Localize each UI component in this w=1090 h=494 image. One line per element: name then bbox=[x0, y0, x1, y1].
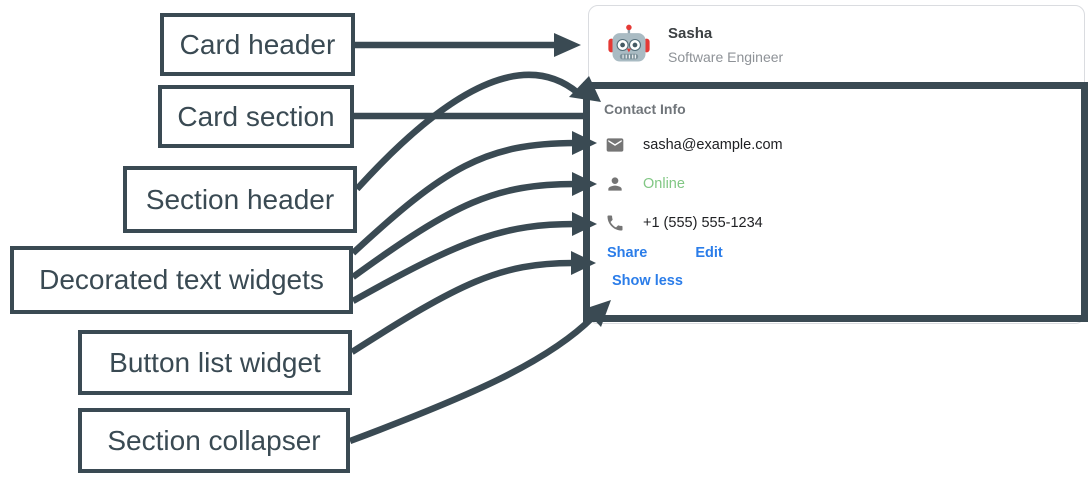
card-header-arrowhead bbox=[554, 33, 581, 57]
decorated-arrow-status-shaft bbox=[351, 180, 577, 280]
label-button-list-widget-text: Button list widget bbox=[109, 346, 321, 378]
edit-button[interactable]: Edit bbox=[695, 245, 723, 261]
card-section: Contact Info sasha@example.com Online +1… bbox=[583, 82, 1088, 322]
phone-text: +1 (555) 555-1234 bbox=[643, 215, 763, 231]
decorated-arrowhead-status bbox=[572, 172, 597, 196]
decorated-arrowhead-email bbox=[572, 131, 597, 155]
label-section-header: Section header bbox=[123, 166, 357, 233]
label-section-collapser-text: Section collapser bbox=[107, 424, 321, 456]
section-header: Contact Info bbox=[604, 101, 686, 117]
person-icon bbox=[608, 177, 622, 191]
label-section-collapser: Section collapser bbox=[78, 408, 350, 473]
section-collapser-arrow-shaft bbox=[348, 314, 596, 445]
label-decorated-text-widgets: Decorated text widgets bbox=[10, 246, 353, 314]
card-header: Sasha Software Engineer bbox=[589, 6, 1084, 84]
button-list-widget: Share Edit bbox=[607, 245, 723, 261]
person-role: Software Engineer bbox=[668, 49, 784, 65]
button-list-arrowhead bbox=[571, 251, 596, 275]
section-header-arrowhead bbox=[569, 76, 601, 102]
section-collapser-button[interactable]: Show less bbox=[612, 273, 683, 289]
label-card-section: Card section bbox=[158, 85, 354, 148]
decorated-arrow-phone-shaft bbox=[351, 220, 577, 304]
decorated-text-status: Online bbox=[605, 174, 685, 194]
label-card-header-text: Card header bbox=[179, 28, 336, 60]
email-icon bbox=[606, 138, 624, 152]
decorated-text-email: sasha@example.com bbox=[605, 135, 783, 155]
section-collapser-arrowhead bbox=[584, 300, 611, 327]
share-button[interactable]: Share bbox=[607, 245, 648, 261]
label-card-section-text: Card section bbox=[177, 100, 335, 132]
card-header-text: Sasha Software Engineer bbox=[668, 26, 783, 64]
button-list-arrow-shaft bbox=[350, 259, 574, 355]
person-name: Sasha bbox=[668, 25, 713, 42]
label-button-list-widget: Button list widget bbox=[78, 330, 352, 395]
status-text: Online bbox=[643, 176, 685, 192]
decorated-arrow-email-shaft bbox=[350, 139, 577, 256]
email-text: sasha@example.com bbox=[643, 137, 783, 153]
label-decorated-text-widgets-text: Decorated text widgets bbox=[39, 264, 324, 295]
decorated-arrowhead-phone bbox=[572, 212, 597, 236]
section-header-arrow-shaft bbox=[354, 71, 581, 192]
decorated-text-phone: +1 (555) 555-1234 bbox=[605, 213, 763, 233]
phone-icon bbox=[607, 215, 623, 231]
label-card-header: Card header bbox=[160, 13, 355, 76]
label-section-header-text: Section header bbox=[145, 183, 335, 215]
robot-avatar bbox=[608, 24, 650, 62]
